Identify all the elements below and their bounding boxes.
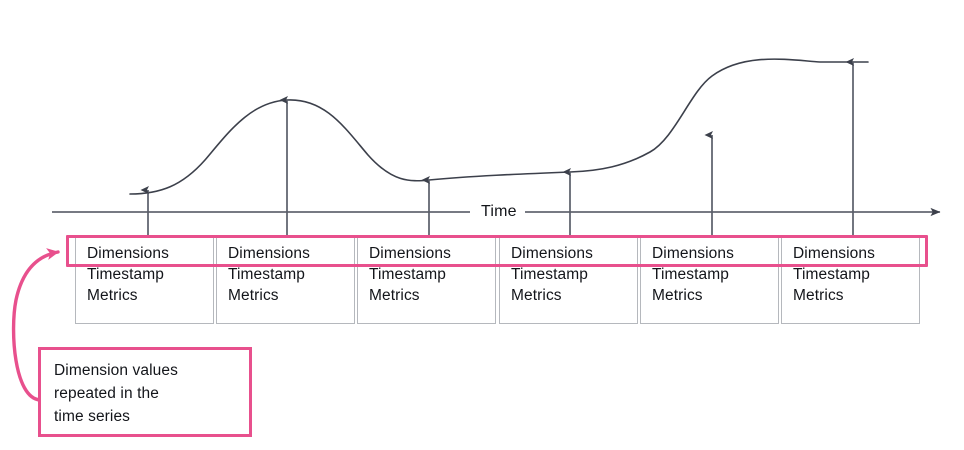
record-timestamp-label: Timestamp xyxy=(87,266,164,283)
callout-line-2: repeated in the xyxy=(54,385,159,402)
record-box-1[interactable]: Dimensions Timestamp Metrics xyxy=(75,237,214,324)
callout-line-3: time series xyxy=(54,408,131,425)
record-metrics-label: Metrics xyxy=(369,287,420,304)
record-metrics-label: Metrics xyxy=(793,287,844,304)
record-dimensions-label: Dimensions xyxy=(652,245,734,262)
record-dimensions-label: Dimensions xyxy=(793,245,875,262)
record-timestamp-label: Timestamp xyxy=(793,266,870,283)
record-metrics-label: Metrics xyxy=(511,287,562,304)
record-dimensions-label: Dimensions xyxy=(511,245,593,262)
callout-box: Dimension values repeated in the time se… xyxy=(38,347,252,437)
callout-connector-arrow xyxy=(11,248,60,402)
callout-line-1: Dimension values xyxy=(54,362,178,379)
record-timestamp-label: Timestamp xyxy=(511,266,588,283)
time-axis-label: Time xyxy=(474,203,524,221)
record-box-3[interactable]: Dimensions Timestamp Metrics xyxy=(357,237,496,324)
record-dimensions-label: Dimensions xyxy=(87,245,169,262)
record-timestamp-label: Timestamp xyxy=(652,266,729,283)
record-metrics-label: Metrics xyxy=(228,287,279,304)
record-box-4[interactable]: Dimensions Timestamp Metrics xyxy=(499,237,638,324)
record-timestamp-label: Timestamp xyxy=(228,266,305,283)
record-box-6[interactable]: Dimensions Timestamp Metrics xyxy=(781,237,920,324)
dimensions-row-highlight xyxy=(66,235,928,267)
record-metrics-label: Metrics xyxy=(87,287,138,304)
record-dimensions-label: Dimensions xyxy=(228,245,310,262)
record-box-2[interactable]: Dimensions Timestamp Metrics xyxy=(216,237,355,324)
time-series-curve xyxy=(129,58,869,195)
record-dimensions-label: Dimensions xyxy=(369,245,451,262)
record-timestamp-label: Timestamp xyxy=(369,266,446,283)
record-metrics-label: Metrics xyxy=(652,287,703,304)
